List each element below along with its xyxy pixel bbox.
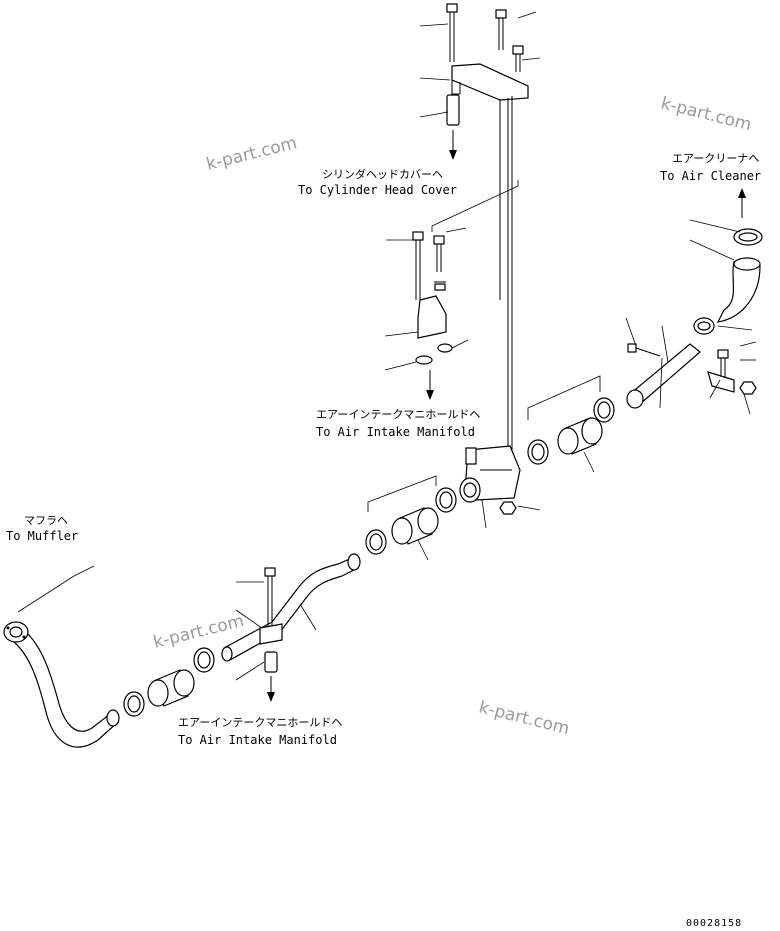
intake-upper-label-jp: エアーインテークマニホールドヘ — [316, 408, 480, 421]
watermark: k-part.com — [477, 697, 572, 739]
cylinder-head-label-en: To Cylinder Head Cover — [298, 183, 457, 197]
bolt — [495, 9, 507, 50]
muffler-label-en: To Muffler — [6, 529, 78, 543]
bolt — [412, 231, 424, 300]
bolt — [446, 3, 458, 62]
elbow-hose — [716, 261, 761, 323]
spacer-collar — [446, 94, 460, 126]
right-hose-group — [527, 375, 615, 473]
drawing-code: 00028158 — [686, 918, 742, 929]
bolt — [264, 567, 276, 628]
air-cleaner-label-en: To Air Cleaner — [660, 169, 761, 183]
middle-clamp-assembly — [384, 227, 469, 400]
watermark: k-part.com — [659, 93, 754, 135]
intake-upper-label-en: To Air Intake Manifold — [316, 425, 475, 439]
nut — [739, 381, 757, 395]
bolt — [512, 45, 524, 72]
top-bracket-assembly — [419, 3, 541, 495]
bolt — [627, 343, 661, 357]
clamp-bracket — [417, 295, 447, 339]
spacer-collar — [264, 651, 278, 673]
nut — [499, 501, 517, 515]
middle-hose-group — [365, 475, 457, 561]
cylinder-head-label-jp: シリンダヘッドカバーヘ — [322, 167, 443, 181]
mounting-bracket — [451, 63, 529, 101]
intake-lower-label-jp: エアーインテークマニホールドヘ — [178, 716, 342, 729]
bent-pipe — [221, 553, 361, 702]
muffler-pipe — [3, 565, 120, 748]
muffler-label-jp: マフラヘ — [24, 514, 68, 527]
watermark: k-part.com — [204, 133, 299, 175]
air-cleaner-label-jp: エアークリーナヘ — [672, 152, 759, 165]
washer — [415, 355, 433, 365]
bolt — [433, 235, 445, 272]
lower-hose-group — [123, 647, 215, 717]
air-cleaner-hose-assembly — [625, 219, 763, 415]
intake-lower-label-en: To Air Intake Manifold — [178, 733, 337, 747]
connector-valve — [459, 445, 541, 529]
pipe-bracket — [707, 371, 735, 393]
